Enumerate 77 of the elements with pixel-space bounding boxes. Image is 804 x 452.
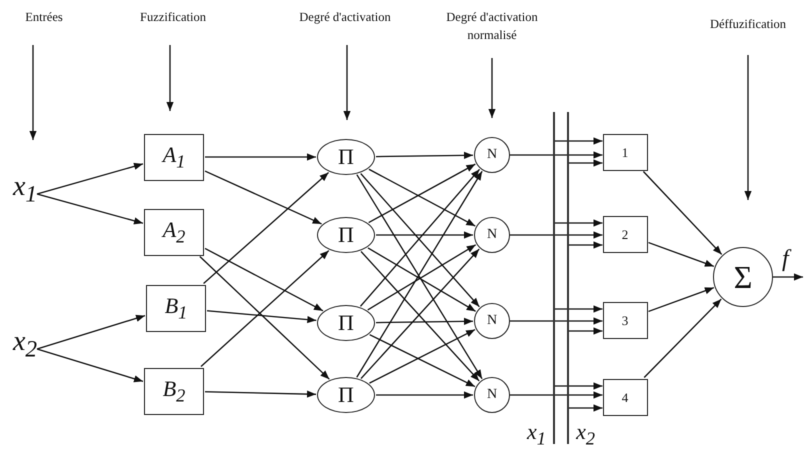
arrow <box>648 287 714 312</box>
node-label: N <box>486 148 498 162</box>
arrow <box>554 382 602 390</box>
node-label: Π <box>338 384 354 406</box>
membership-box <box>144 368 204 414</box>
arrow <box>205 153 316 161</box>
node-label: Π <box>338 224 354 246</box>
arrow <box>204 248 324 312</box>
arrow <box>569 159 602 167</box>
arrow <box>554 219 602 227</box>
arrow <box>554 137 602 145</box>
arrow <box>36 348 144 382</box>
node-label: 1 <box>622 146 628 158</box>
arrow <box>206 310 316 324</box>
edge-label: f <box>782 247 789 271</box>
node-label: 3 <box>622 314 628 326</box>
membership-box <box>146 284 206 332</box>
membership-box <box>602 378 648 416</box>
input-variable-label: x$_{2}$ <box>12 328 38 362</box>
circle-node <box>474 303 510 339</box>
circle-node <box>474 137 510 173</box>
arrow <box>510 317 602 325</box>
arrow <box>569 327 602 335</box>
circle-node <box>317 139 375 175</box>
node-label: A$_{2}$ <box>162 218 186 246</box>
circle-node <box>317 217 375 253</box>
membership-box <box>144 134 204 180</box>
node-label: Π <box>338 146 354 168</box>
bus-variable-label: x$_{1}$ <box>527 421 546 448</box>
arrow <box>204 170 322 225</box>
arrow <box>648 242 714 267</box>
arrow <box>203 172 330 284</box>
arrow <box>36 193 144 224</box>
node-label: N <box>486 388 498 402</box>
membership-box <box>144 208 204 256</box>
circle-node <box>317 377 375 413</box>
arrow <box>569 404 602 412</box>
arrow <box>376 391 473 399</box>
arrow <box>569 241 602 249</box>
circle-node <box>474 377 510 413</box>
node-label: N <box>486 314 498 328</box>
arrow <box>510 231 602 239</box>
membership-box <box>602 302 648 338</box>
bus-variable-label: x$_{2}$ <box>576 421 595 448</box>
circle-node <box>317 305 375 341</box>
column-heading: Déffuzification <box>708 16 788 33</box>
arrow <box>376 318 473 325</box>
input-variable-label: x$_{1}$ <box>12 173 38 207</box>
column-heading: Entrées <box>24 9 64 26</box>
arrow <box>376 231 473 239</box>
arrow <box>36 162 144 195</box>
arrow <box>773 273 803 281</box>
arrow <box>644 298 722 378</box>
arrow <box>376 152 473 159</box>
node-label: N <box>486 228 498 242</box>
column-heading: Degré d'activation normalisé <box>445 9 539 44</box>
node-label: 2 <box>622 228 628 240</box>
node-label: A$_{1}$ <box>162 144 186 170</box>
arrow <box>642 171 722 255</box>
column-heading: Degré d'activation <box>298 9 392 26</box>
membership-box <box>602 216 648 252</box>
circle-node-sum <box>713 247 773 307</box>
node-label: Σ <box>734 261 752 293</box>
arrow <box>510 391 602 399</box>
arrow <box>199 256 330 380</box>
arrow <box>200 250 330 367</box>
node-label: Π <box>338 312 354 334</box>
circle-node <box>474 217 510 253</box>
arrow <box>510 151 602 159</box>
arrow <box>554 305 602 313</box>
node-label: B$_{1}$ <box>164 294 188 322</box>
node-label: B$_{2}$ <box>162 378 186 404</box>
column-heading: Fuzzification <box>139 9 207 26</box>
arrow <box>36 314 146 350</box>
membership-box <box>602 134 648 170</box>
node-label: 4 <box>622 390 628 404</box>
arrow <box>204 390 316 398</box>
